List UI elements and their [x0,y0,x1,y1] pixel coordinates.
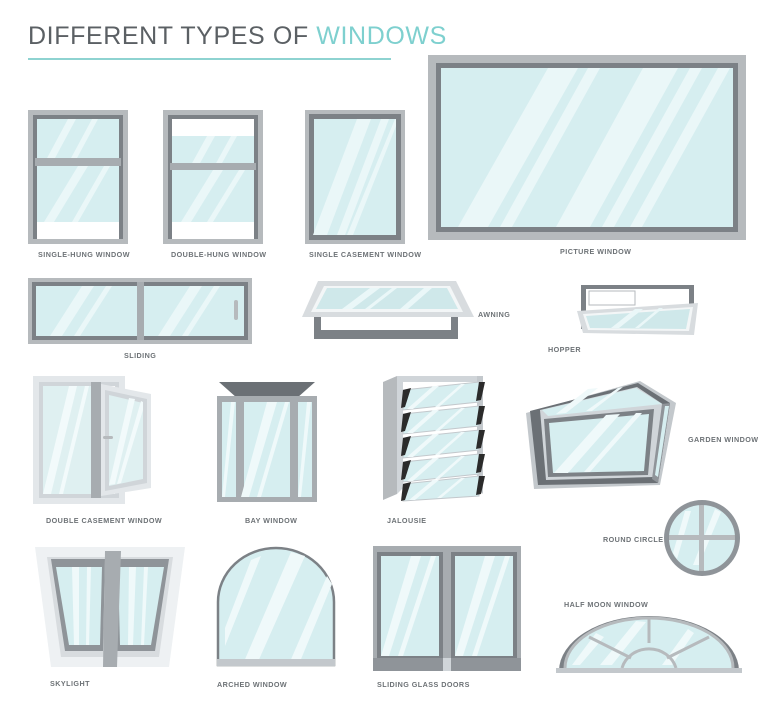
page-title-main: DIFFERENT TYPES OF [28,22,317,50]
single-hung-illustration [28,110,128,244]
figure-garden: GARDEN WINDOW [518,373,758,495]
round-circle-illustration [664,500,740,576]
figure-single-hung: SINGLE-HUNG WINDOW [28,110,130,259]
page-title-accent: WINDOWS [316,22,447,50]
label-picture: PICTURE WINDOW [560,247,632,256]
skylight-illustration [35,547,185,667]
label-jalousie: JALOUSIE [387,516,427,525]
figure-skylight: SKYLIGHT [25,545,195,688]
figure-awning: AWNING [300,273,510,341]
figure-double-casement: DOUBLE CASEMENT WINDOW [33,376,162,525]
jalousie-illustration [383,376,485,502]
arched-illustration [216,546,336,667]
double-hung-illustration [163,110,263,244]
sliding-glass-doors-illustration [373,546,521,671]
sliding-illustration [28,278,252,344]
figure-round-circle: ROUND CIRCLE [603,499,741,577]
label-double-casement: DOUBLE CASEMENT WINDOW [46,516,163,525]
label-double-hung: DOUBLE-HUNG WINDOW [171,250,267,259]
page-header: DIFFERENT TYPES OF WINDOWS [28,22,446,60]
label-sliding-glass-doors: SLIDING GLASS DOORS [377,680,470,689]
label-skylight: SKYLIGHT [50,679,90,688]
label-bay: BAY WINDOW [245,516,298,525]
bay-illustration [217,382,317,502]
double-casement-illustration [33,376,151,504]
figure-bay: BAY WINDOW [207,376,327,525]
figure-arched: ARCHED WINDOW [215,546,337,689]
figure-picture: PICTURE WINDOW [428,55,746,256]
single-casement-illustration [305,110,405,244]
label-awning: AWNING [478,310,511,319]
label-hopper: HOPPER [548,345,582,354]
label-garden: GARDEN WINDOW [688,435,759,444]
figure-sliding: SLIDING [28,278,252,360]
garden-illustration [526,381,676,489]
title-underline-rule [28,58,391,60]
picture-illustration [428,55,746,240]
label-sliding: SLIDING [124,351,157,360]
page-title: DIFFERENT TYPES OF WINDOWS [28,22,446,51]
figure-half-moon: HALF MOON WINDOW [556,600,742,675]
half-moon-illustration [556,616,742,673]
figure-single-casement: SINGLE CASEMENT WINDOW [305,110,421,259]
label-half-moon: HALF MOON WINDOW [564,600,649,609]
hopper-illustration [577,285,698,335]
label-single-hung: SINGLE-HUNG WINDOW [38,250,130,259]
figure-double-hung: DOUBLE-HUNG WINDOW [163,110,266,259]
figure-hopper: HOPPER [548,283,700,354]
figure-jalousie: JALOUSIE [383,376,493,525]
awning-illustration [302,281,474,339]
label-single-casement: SINGLE CASEMENT WINDOW [309,250,422,259]
label-arched: ARCHED WINDOW [217,680,288,689]
label-round-circle: ROUND CIRCLE [603,535,664,544]
figure-sliding-glass-doors: SLIDING GLASS DOORS [373,546,521,689]
